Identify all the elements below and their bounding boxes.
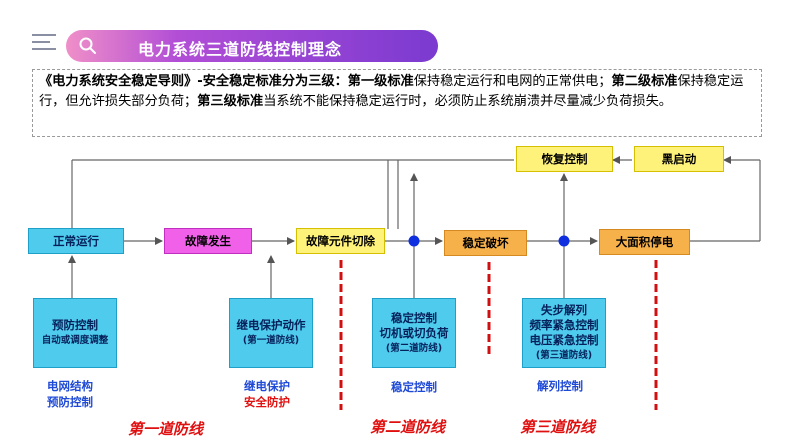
- caption-line: 安全防护: [244, 395, 290, 409]
- stability-loss-box: 稳定破坏: [444, 230, 527, 256]
- grid-structure-caption: 电网结构 预防控制: [30, 378, 110, 410]
- box-sublabel: 自动或调度调整: [41, 335, 109, 346]
- search-icon[interactable]: [78, 36, 98, 56]
- stability-caption: 稳定控制: [374, 379, 454, 395]
- box-label: 恢复控制: [541, 152, 588, 166]
- caption-line: 解列控制: [537, 379, 583, 393]
- stability-control-box: 稳定控制 切机或切负荷 (第二道防线): [372, 298, 456, 368]
- normal-operation-box: 正常运行: [28, 228, 124, 254]
- box-label: 稳定破坏: [462, 236, 509, 250]
- junction-node: [408, 235, 420, 247]
- box-label: 大面积停电: [615, 235, 674, 249]
- box-sublabel: (第二道防线): [385, 342, 443, 354]
- intro-bold: 第一级标准: [347, 74, 414, 89]
- box-sublabel: (第一道防线): [242, 335, 300, 346]
- box-label: 黑启动: [661, 152, 697, 166]
- intro-part: 《电力系统安全稳定导则》-安全稳定标准分为三级：: [39, 74, 348, 89]
- splitting-control-box: 失步解列 频率紧急控制 电压紧急控制 (第三道防线): [522, 298, 606, 368]
- page-title: 电力系统三道防线控制理念: [138, 40, 343, 59]
- intro-part: 当系统不能保持稳定运行时，必须防止系统崩溃并尽量减少负荷损失。: [263, 94, 672, 109]
- relay-caption: 继电保护 安全防护: [227, 378, 307, 410]
- third-defense-label: 第三道防线: [520, 418, 596, 436]
- caption-line: 预防控制: [47, 395, 93, 409]
- caption-line: 继电保护: [244, 379, 290, 393]
- box-label: 稳定控制: [391, 310, 437, 325]
- fault-isolation-box: 故障元件切除: [296, 228, 385, 254]
- box-label: 频率紧急控制: [529, 318, 599, 332]
- intro-bold: 第三级标准: [197, 94, 264, 109]
- title-banner: 电力系统三道防线控制理念: [66, 30, 438, 62]
- intro-bold: 第二级标准: [611, 74, 678, 89]
- intro-part: 保持稳定运行，但允许损失部分负荷；: [39, 74, 744, 109]
- box-label: 切机或切负荷: [379, 325, 449, 340]
- first-defense-label: 第一道防线: [128, 420, 204, 438]
- second-defense-label: 第二道防线: [370, 418, 446, 436]
- caption-line: 稳定控制: [391, 380, 437, 394]
- box-label: 故障发生: [185, 234, 231, 248]
- box-label: 预防控制: [52, 318, 98, 332]
- menu-icon[interactable]: [32, 34, 56, 54]
- restoration-control-box: 恢复控制: [516, 146, 613, 172]
- blackout-box: 大面积停电: [599, 229, 690, 255]
- box-label: 正常运行: [53, 234, 99, 248]
- splitting-caption: 解列控制: [520, 378, 600, 394]
- junction-node: [558, 235, 570, 247]
- box-label: 故障元件切除: [306, 234, 375, 248]
- preventive-control-box: 预防控制 自动或调度调整: [33, 298, 117, 368]
- intro-text: 《电力系统安全稳定导则》-安全稳定标准分为三级：第一级标准保持稳定运行和电网的正…: [32, 69, 762, 137]
- box-sublabel: (第三道防线): [535, 350, 593, 361]
- intro-part: 保持稳定运行和电网的正常供电；: [413, 74, 612, 89]
- box-label: 电压紧急控制: [529, 333, 599, 347]
- box-label: 继电保护动作: [236, 318, 306, 332]
- black-start-box: 黑启动: [634, 146, 724, 172]
- caption-line: 电网结构: [47, 379, 93, 393]
- box-label: 失步解列: [541, 303, 587, 317]
- relay-protection-box: 继电保护动作 (第一道防线): [229, 298, 313, 368]
- fault-occurs-box: 故障发生: [164, 228, 252, 254]
